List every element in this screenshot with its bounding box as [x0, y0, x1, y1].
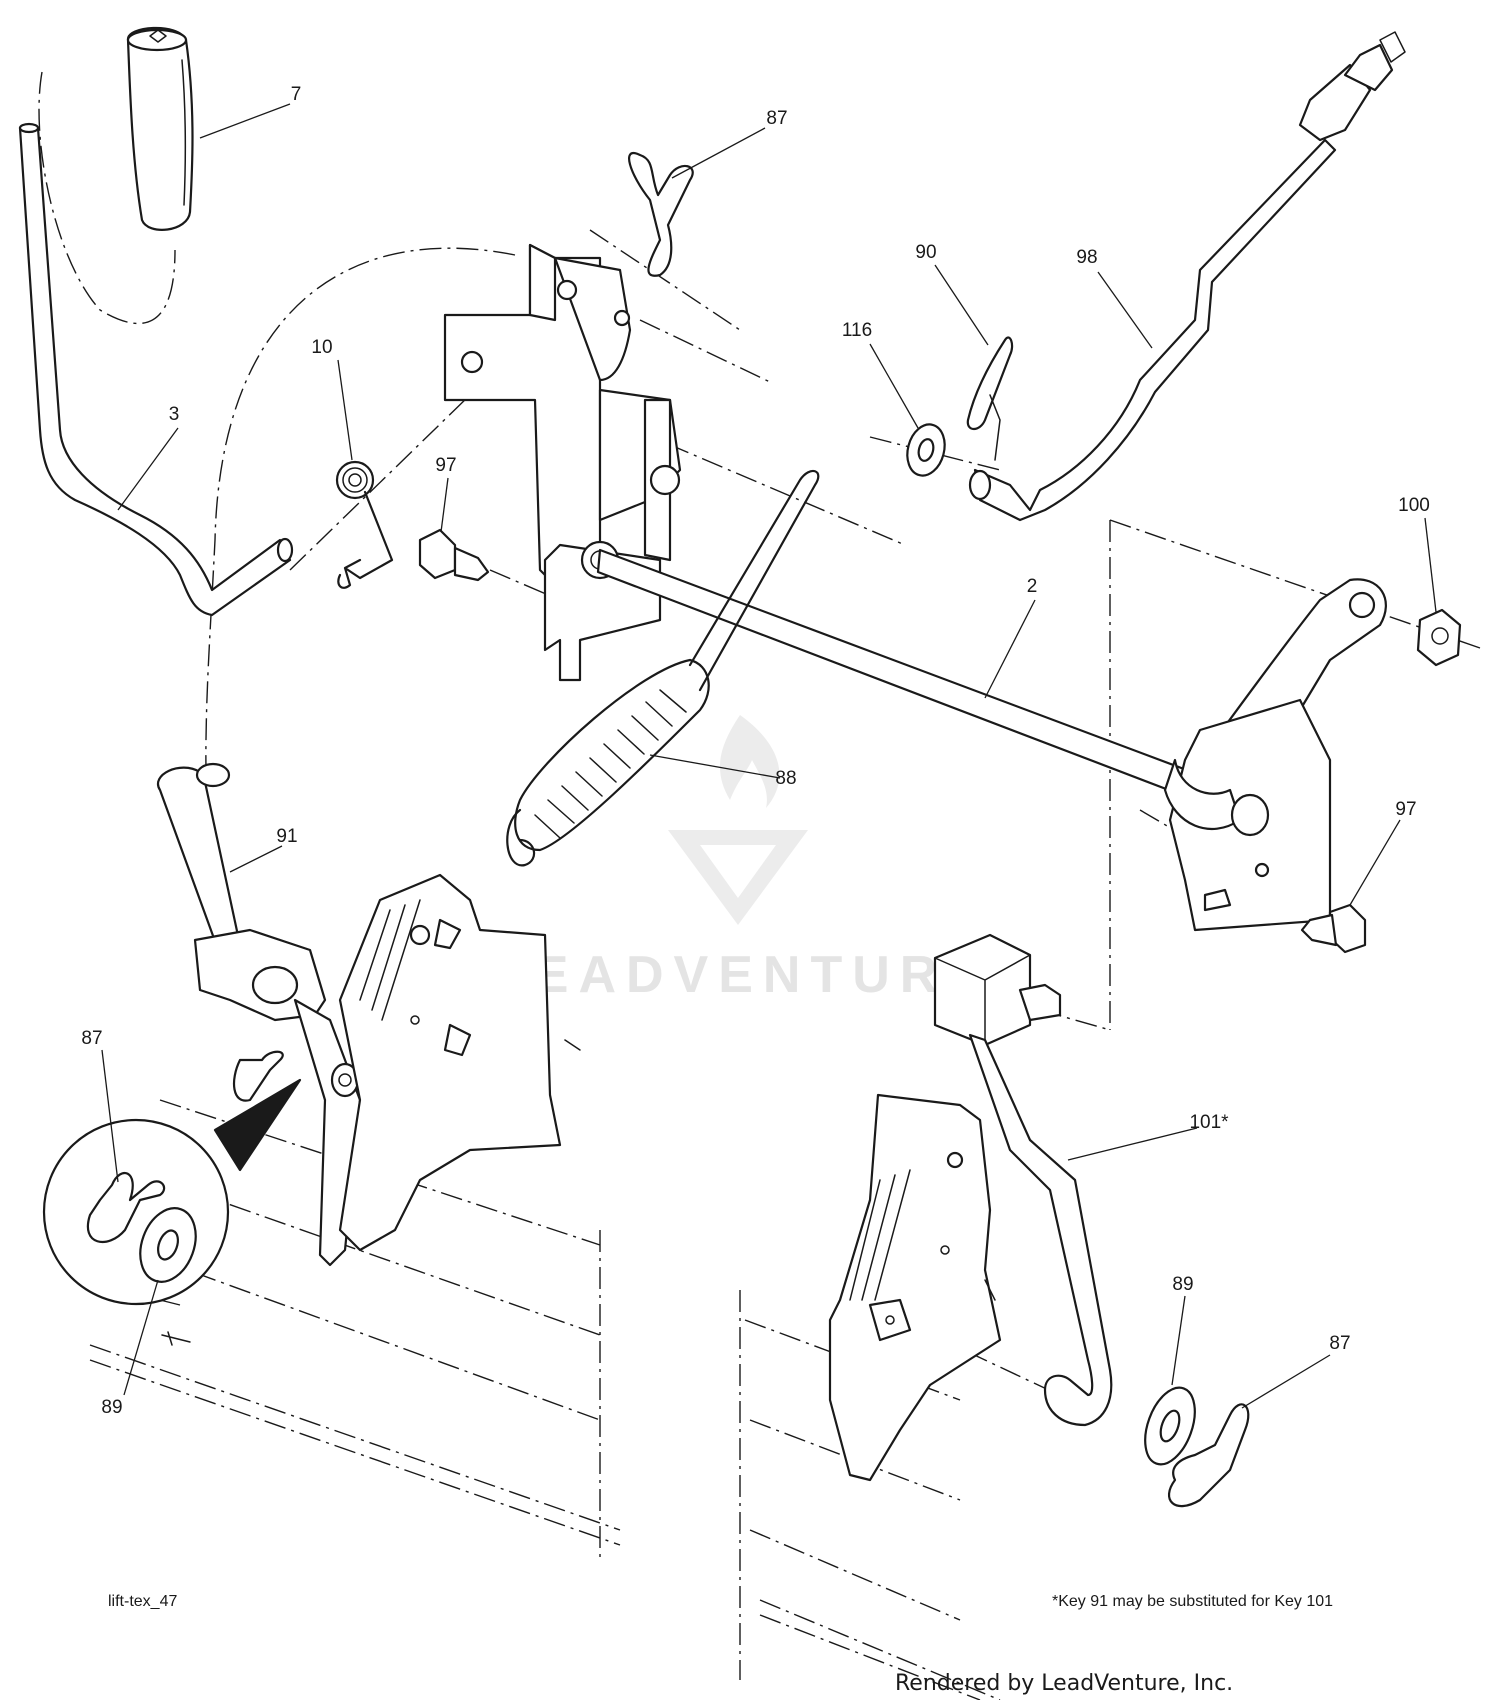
callout-label: 87: [766, 108, 787, 129]
part-87-hairpin-top: [628, 152, 694, 277]
callout-label: 91: [276, 826, 297, 847]
footnote: *Key 91 may be substituted for Key 101: [1052, 1593, 1333, 1610]
watermark-flame-icon: [719, 715, 780, 808]
part-116-washer: [906, 423, 946, 477]
part-90-hairpin: [966, 336, 1014, 461]
callout-label: 88: [775, 768, 796, 789]
detail-inset: [42, 1078, 302, 1306]
part-3-lift-handle: [18, 122, 294, 617]
callout-label: 90: [915, 242, 936, 263]
watermark-v-icon: [668, 830, 808, 925]
right-side-plate: [828, 1093, 1002, 1482]
callout-label: 97: [435, 455, 456, 476]
part-101-lift-link: [968, 1033, 1113, 1427]
callout-label: 89: [101, 1397, 122, 1418]
credit-line: Rendered by LeadVenture, Inc.: [895, 1671, 1233, 1696]
lift-arm: [1163, 578, 1387, 932]
callout-label: 101*: [1189, 1112, 1229, 1133]
watermark-text: LEADVENTURE: [492, 946, 992, 1004]
lift-bracket: [443, 243, 682, 682]
callout-label: 97: [1395, 799, 1416, 820]
part-10-spring: [335, 460, 394, 589]
callout-label: 98: [1076, 247, 1097, 268]
callout-label: 87: [1329, 1333, 1350, 1354]
left-side-plate: [338, 873, 581, 1252]
part-88-spring: [506, 469, 820, 867]
part-100-nut: [1416, 608, 1462, 667]
callout-label: 116: [842, 320, 872, 341]
callout-label: 7: [291, 84, 302, 105]
alignment-lines: [38, 71, 1481, 1700]
callout-label: 3: [169, 404, 180, 425]
callout-label: 87: [81, 1028, 102, 1049]
watermark: LEADVENTURE: [492, 715, 992, 1004]
part-98-control-rod: [968, 31, 1406, 522]
trunnion-block: [933, 933, 1062, 1047]
callout-label: 89: [1172, 1274, 1193, 1295]
callout-label: 10: [311, 337, 332, 358]
callout-labels: 7 87 90 98 116 10 3 97 100 2 88 91 97 87 101* 89 87 89: [81, 84, 1429, 1418]
part-7-handle-grip: [126, 26, 194, 231]
part-97-bolt-left: [418, 528, 490, 582]
part-89-washer-right: [1144, 1386, 1196, 1466]
leader-lines: [101, 103, 1437, 1409]
part-87-hairpin-left: [233, 1050, 284, 1102]
small-clip: [161, 1331, 191, 1346]
callout-label: 100: [1398, 495, 1430, 516]
part-87-hairpin-right: [1168, 1403, 1250, 1508]
callout-label: 2: [1027, 576, 1038, 597]
figure-id: lift-tex_47: [108, 1593, 177, 1610]
